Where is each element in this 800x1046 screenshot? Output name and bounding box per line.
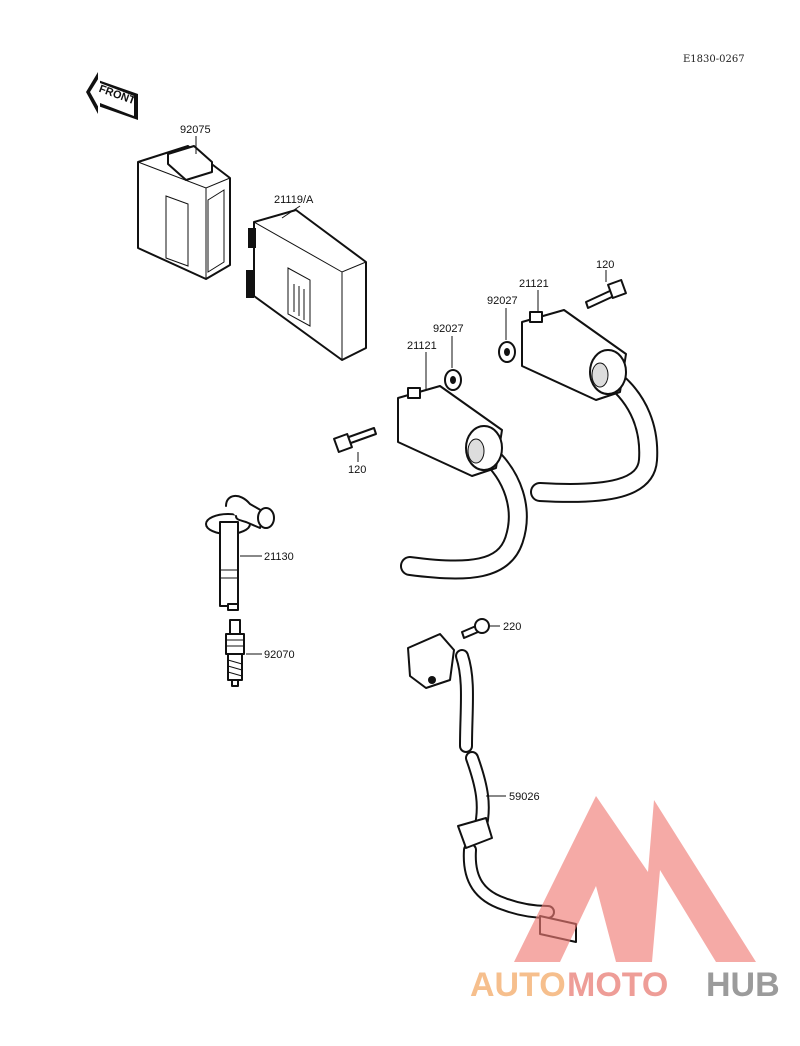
label-21121-front: 21121 — [407, 340, 437, 352]
front-arrow-icon: FRONT — [86, 72, 138, 120]
label-120-front: 120 — [348, 464, 366, 476]
watermark-moto: MOTO — [567, 966, 668, 1004]
label-21121-rear: 21121 — [519, 278, 549, 290]
label-92070: 92070 — [264, 649, 295, 661]
label-92075: 92075 — [180, 124, 211, 136]
label-92027-rear: 92027 — [487, 295, 518, 307]
label-92027-front: 92027 — [433, 323, 464, 335]
damper-rear — [498, 341, 516, 363]
diagram-reference: E1830-0267 — [683, 54, 745, 65]
watermark-hub: HUB — [706, 966, 780, 1004]
bolt-rear — [585, 279, 627, 309]
watermark-logo-icon — [514, 796, 756, 962]
label-59026: 59026 — [509, 791, 540, 803]
label-220: 220 — [503, 621, 521, 633]
watermark-auto: AUTO — [470, 966, 566, 1004]
ignition-coil-rear — [521, 309, 659, 503]
bolt-front — [333, 427, 377, 453]
spark-plug-cap — [205, 495, 275, 611]
label-120-rear: 120 — [596, 259, 614, 271]
igniter-cover — [137, 145, 231, 280]
igniter-unit — [246, 209, 367, 361]
ignition-coil-front — [397, 385, 528, 580]
label-21130: 21130 — [264, 551, 294, 563]
screw — [461, 618, 490, 639]
label-21119a: 21119/A — [274, 194, 314, 206]
automotohub-watermark: AUTO MOTO HUB — [470, 796, 780, 1004]
damper-front — [444, 369, 462, 391]
spark-plug — [225, 619, 245, 687]
